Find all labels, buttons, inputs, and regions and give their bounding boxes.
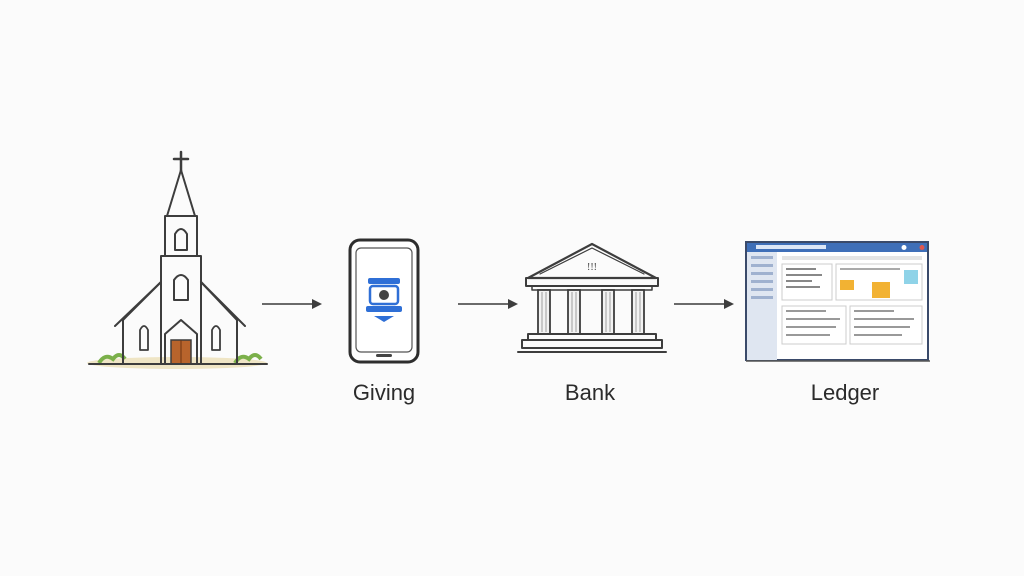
ledger-label: Ledger bbox=[810, 380, 880, 405]
bank-label: Bank bbox=[564, 380, 616, 405]
giving-node bbox=[348, 238, 420, 364]
arrow-giving-to-bank bbox=[458, 299, 518, 309]
ledger-node bbox=[744, 240, 930, 364]
ledger-dashboard-icon bbox=[745, 241, 930, 362]
phone-giving-app-icon bbox=[348, 238, 420, 364]
svg-text:!!!: !!! bbox=[587, 262, 597, 273]
arrow-bank-to-ledger bbox=[674, 299, 734, 309]
arrow-church-to-giving bbox=[262, 299, 322, 309]
bank-building-icon: !!! bbox=[517, 242, 667, 353]
bank-node: !!! bbox=[517, 240, 667, 356]
church-icon bbox=[87, 150, 268, 369]
church-node bbox=[85, 150, 270, 375]
giving-label: Giving bbox=[352, 380, 416, 405]
